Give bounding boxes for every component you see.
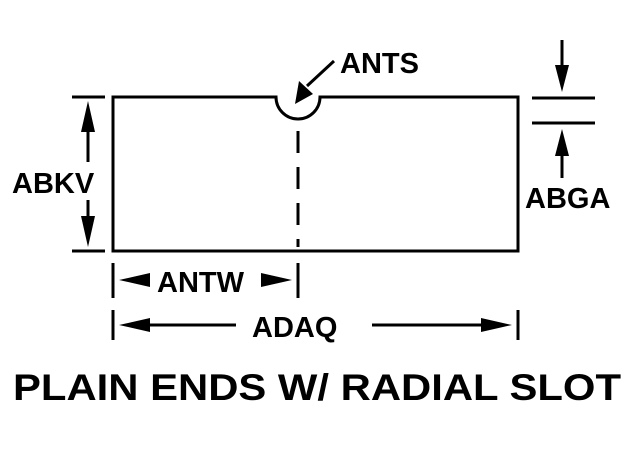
label-ants: ANTS: [340, 48, 419, 80]
ants-leader: [295, 59, 336, 104]
abga-dimension: [532, 40, 595, 178]
diagram-title: PLAIN ENDS W/ RADIAL SLOT: [13, 367, 621, 408]
arrow-left-icon: [119, 273, 150, 287]
arrow-down-icon: [555, 65, 569, 92]
arrow-left-icon: [119, 318, 150, 332]
arrow-right-icon: [481, 318, 512, 332]
label-abkv: ABKV: [12, 168, 95, 200]
adaq-dimension: [111, 310, 520, 340]
label-adaq: ADAQ: [252, 312, 337, 344]
antw-dimension: [111, 263, 300, 298]
arrow-right-icon: [261, 273, 292, 287]
label-antw: ANTW: [157, 267, 245, 299]
arrow-up-icon: [81, 101, 95, 132]
arrow-down-icon: [81, 216, 95, 247]
part-outline: [111, 95, 520, 253]
label-abga: ABGA: [525, 183, 610, 215]
abkv-dimension: [72, 95, 105, 253]
arrow-up-icon: [555, 129, 569, 156]
